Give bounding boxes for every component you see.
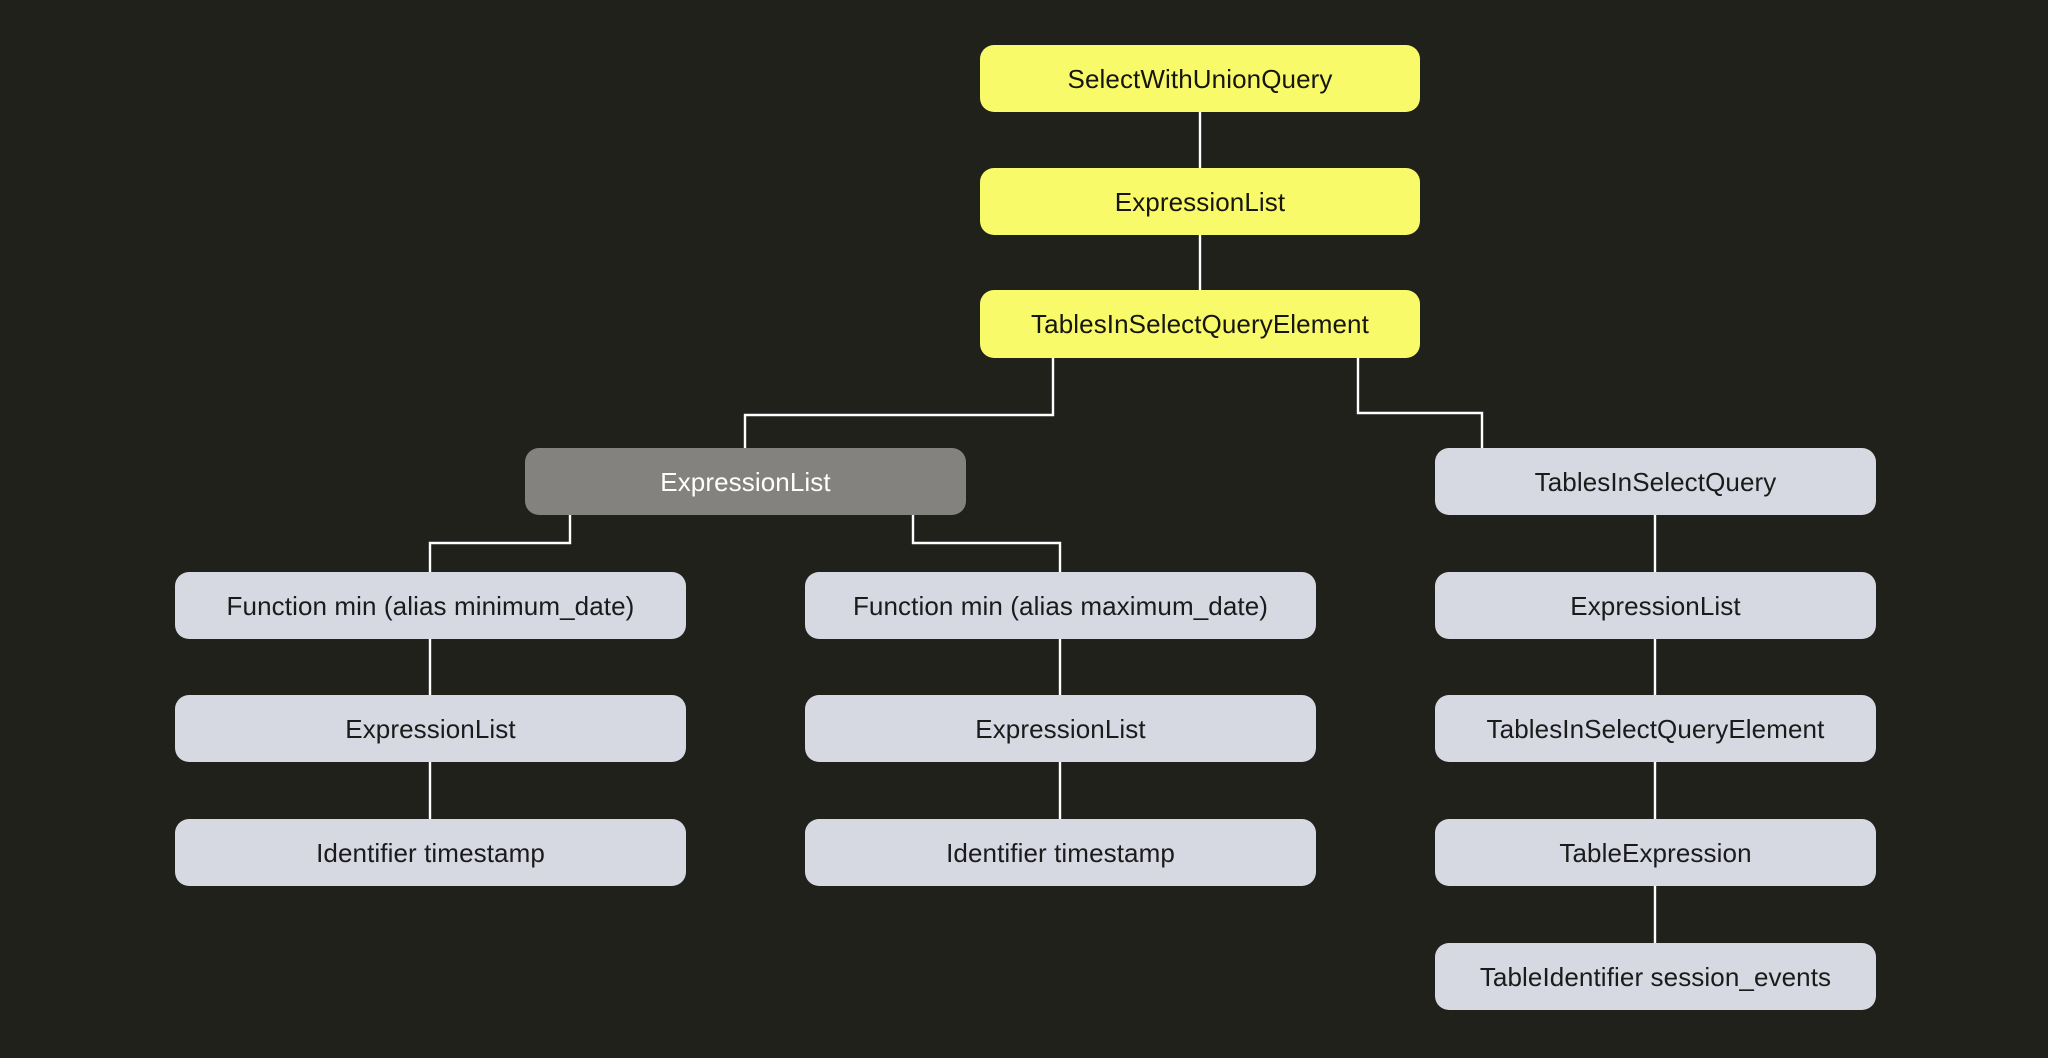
tree-node-n3[interactable]: TablesInSelectQueryElement [980, 290, 1420, 358]
tree-node-n14[interactable]: TableExpression [1435, 819, 1876, 886]
tree-node-label: ExpressionList [1570, 590, 1741, 621]
tree-node-label: TablesInSelectQuery [1534, 466, 1777, 497]
tree-node-label: Function min (alias minimum_date) [226, 590, 635, 621]
tree-node-label: SelectWithUnionQuery [1067, 63, 1333, 94]
tree-node-label: ExpressionList [345, 713, 516, 744]
tree-node-n6[interactable]: Function min (alias minimum_date) [175, 572, 686, 639]
tree-node-n11[interactable]: TablesInSelectQueryElement [1435, 695, 1876, 762]
tree-node-n9[interactable]: ExpressionList [175, 695, 686, 762]
tree-node-label: ExpressionList [975, 713, 1146, 744]
tree-node-n5[interactable]: TablesInSelectQuery [1435, 448, 1876, 515]
tree-node-label: Identifier timestamp [946, 837, 1175, 868]
tree-node-n12[interactable]: Identifier timestamp [175, 819, 686, 886]
tree-node-n1[interactable]: SelectWithUnionQuery [980, 45, 1420, 112]
tree-edge-n3-n5 [1356, 358, 1484, 448]
tree-node-label: TablesInSelectQueryElement [1486, 713, 1825, 744]
tree-node-label: TableExpression [1559, 837, 1752, 868]
tree-node-n8[interactable]: ExpressionList [1435, 572, 1876, 639]
tree-node-label: TablesInSelectQueryElement [1031, 309, 1369, 339]
tree-node-n4[interactable]: ExpressionList [525, 448, 966, 515]
tree-edge-n3-n4 [743, 358, 1055, 448]
tree-node-label: Function min (alias maximum_date) [852, 590, 1269, 621]
tree-node-label: ExpressionList [660, 466, 831, 497]
tree-edge-n4-n6 [428, 515, 572, 572]
tree-node-n2[interactable]: ExpressionList [980, 168, 1420, 235]
tree-edge-n4-n7 [911, 515, 1062, 572]
tree-node-n15[interactable]: TableIdentifier session_events [1435, 943, 1876, 1010]
tree-node-label: ExpressionList [1114, 186, 1286, 217]
tree-node-n10[interactable]: ExpressionList [805, 695, 1316, 762]
tree-node-n13[interactable]: Identifier timestamp [805, 819, 1316, 886]
tree-node-label: TableIdentifier session_events [1479, 961, 1832, 992]
tree-node-n7[interactable]: Function min (alias maximum_date) [805, 572, 1316, 639]
tree-node-label: Identifier timestamp [316, 837, 545, 868]
